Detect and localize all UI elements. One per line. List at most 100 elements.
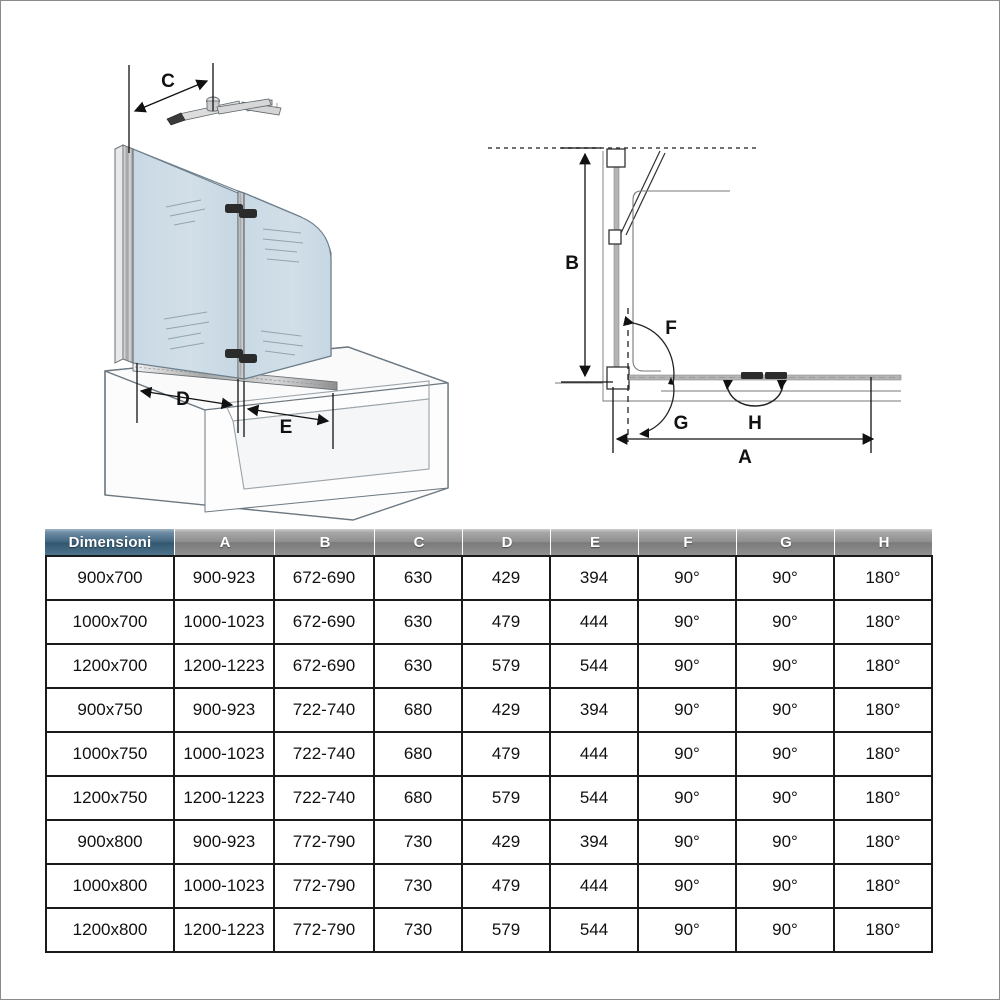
dimension-label-B: B: [565, 253, 579, 274]
column-header-g: G: [737, 529, 835, 555]
cell-value: 394: [551, 689, 639, 733]
hinge-block-mid: [608, 229, 622, 245]
cell-value: 180°: [835, 865, 933, 909]
cell-value: 730: [375, 821, 463, 865]
dimension-A: [612, 377, 875, 453]
cell-value: 722-740: [275, 689, 375, 733]
stabiliser-bar: [166, 96, 282, 126]
cell-value: 90°: [639, 689, 737, 733]
column-header-b: B: [275, 529, 375, 555]
dimension-D: [136, 363, 239, 433]
cell-value: 579: [463, 645, 551, 689]
cell-value: 90°: [737, 821, 835, 865]
cell-value: 180°: [835, 645, 933, 689]
technical-drawings: C D E: [1, 1, 999, 521]
table-head: Dimensioni A B C D E F G H: [45, 529, 933, 555]
column-header-d: D: [463, 529, 551, 555]
plan-view-group: B F G H: [488, 147, 902, 468]
dimension-E: [243, 381, 334, 449]
cell-dimension: 900x700: [45, 555, 175, 601]
cell-value: 722-740: [275, 777, 375, 821]
cell-dimension: 1000x750: [45, 733, 175, 777]
cell-value: 680: [375, 777, 463, 821]
cell-value: 1000-1023: [175, 865, 275, 909]
cell-value: 429: [463, 555, 551, 601]
cell-value: 180°: [835, 733, 933, 777]
cell-value: 730: [375, 909, 463, 953]
cell-value: 730: [375, 865, 463, 909]
cell-value: 180°: [835, 777, 933, 821]
cell-value: 900-923: [175, 555, 275, 601]
cell-value: 90°: [639, 777, 737, 821]
plan-outline: [602, 151, 901, 402]
cell-value: 444: [551, 733, 639, 777]
dimension-label-F: F: [665, 318, 677, 339]
cell-value: 479: [463, 865, 551, 909]
cell-value: 90°: [737, 601, 835, 645]
cell-value: 579: [463, 777, 551, 821]
dimension-label-D: D: [176, 389, 190, 410]
dimension-label-G: G: [674, 413, 689, 434]
cell-value: 429: [463, 821, 551, 865]
hinge-upper: [225, 204, 257, 218]
cell-value: 630: [375, 601, 463, 645]
cell-value: 180°: [835, 601, 933, 645]
column-header-e: E: [551, 529, 639, 555]
cell-value: 630: [375, 555, 463, 601]
cell-value: 90°: [639, 733, 737, 777]
cell-value: 772-790: [275, 865, 375, 909]
cell-value: 1000-1023: [175, 601, 275, 645]
cell-dimension: 1200x750: [45, 777, 175, 821]
cell-value: 394: [551, 821, 639, 865]
arc-H: [723, 380, 787, 407]
cell-value: 444: [551, 601, 639, 645]
cell-value: 544: [551, 645, 639, 689]
cell-value: 90°: [737, 733, 835, 777]
cell-dimension: 900x800: [45, 821, 175, 865]
wall-bracket-top: [606, 148, 626, 168]
column-header-a: A: [175, 529, 275, 555]
cell-value: 90°: [737, 909, 835, 953]
cell-value: 429: [463, 689, 551, 733]
cell-value: 90°: [639, 821, 737, 865]
dimension-B: [561, 147, 613, 383]
cell-value: 90°: [737, 689, 835, 733]
cell-value: 772-790: [275, 821, 375, 865]
cell-value: 479: [463, 733, 551, 777]
cell-value: 90°: [639, 601, 737, 645]
cell-value: 544: [551, 777, 639, 821]
dimension-label-A: A: [738, 447, 752, 468]
cell-value: 180°: [835, 909, 933, 953]
cell-value: 1200-1223: [175, 645, 275, 689]
cell-value: 90°: [737, 777, 835, 821]
cell-dimension: 1000x700: [45, 601, 175, 645]
cell-dimension: 1200x700: [45, 645, 175, 689]
cell-value: 630: [375, 645, 463, 689]
wall-profile: [114, 144, 134, 364]
fixed-panel-vertical: [613, 150, 620, 382]
cell-value: 90°: [737, 645, 835, 689]
cell-value: 90°: [639, 909, 737, 953]
glass-panel-right: [243, 192, 332, 380]
cell-value: 680: [375, 689, 463, 733]
cell-value: 90°: [737, 555, 835, 601]
arc-F: [622, 315, 675, 384]
cell-value: 544: [551, 909, 639, 953]
cell-value: 722-740: [275, 733, 375, 777]
column-header-f: F: [639, 529, 737, 555]
cell-value: 444: [551, 865, 639, 909]
cell-value: 1200-1223: [175, 909, 275, 953]
wall-bracket-bottom: [606, 366, 630, 390]
